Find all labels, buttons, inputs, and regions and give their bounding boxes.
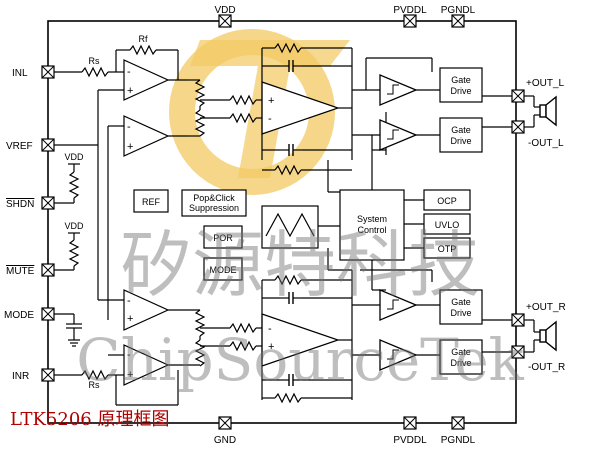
pin-out-l-plus (511, 89, 525, 103)
opamp2-plus: + (127, 141, 133, 153)
pin-inr (41, 368, 55, 382)
gate-drive-4-label-1: Gate (451, 347, 471, 357)
pin-vref (41, 138, 55, 152)
pin-pgndl-bottom (451, 416, 465, 430)
speaker-right-icon (539, 321, 557, 351)
label-pvddl-bottom: PVDDL (393, 435, 427, 446)
pin-mute (41, 263, 55, 277)
por-block (203, 225, 243, 249)
opamp2-minus: - (127, 121, 131, 133)
label-inl: INL (12, 68, 28, 79)
label-inr: INR (12, 371, 29, 382)
pin-gnd-bottom (218, 416, 232, 430)
mode-block (203, 257, 243, 281)
por-label: POR (213, 233, 233, 243)
mode-label: MODE (210, 265, 237, 275)
ref-block (133, 189, 169, 213)
pin-out-r-plus (511, 313, 525, 327)
label-vdd-shdn: VDD (64, 152, 84, 162)
label-pgndl-bottom: PGNDL (441, 435, 476, 446)
label-out-r-minus: -OUT_R (528, 362, 565, 373)
gate-drive-2-label-1: Gate (451, 125, 471, 135)
pin-pgndl-top (451, 14, 465, 28)
gate-drive-2-label-2: Drive (450, 136, 471, 146)
system-control-block (339, 189, 405, 261)
popclick-label-1: Pop&Click (193, 193, 235, 203)
opamp1-minus: - (127, 66, 131, 78)
gate-drive-1-label-1: Gate (451, 75, 471, 85)
pin-vdd-top (218, 14, 232, 28)
label-vdd-top: VDD (214, 5, 235, 16)
pin-pvddl-top (403, 14, 417, 28)
watermark-en: ChipSourceTek (76, 326, 524, 394)
diagram-caption: LTK5206 原理框图 (10, 409, 169, 430)
pin-pvddl-bottom (403, 416, 417, 430)
popclick-block (181, 189, 247, 217)
opamp4-minus: - (127, 349, 131, 361)
gate-drive-4-label-2: Drive (450, 358, 471, 368)
label-mute: MUTE (6, 266, 35, 277)
gate-drive-block-1 (439, 67, 483, 103)
label-out-l-minus: -OUT_L (528, 138, 564, 149)
speaker-left-icon (539, 96, 557, 126)
otp-label: OTP (438, 244, 457, 254)
integ-bottom-plus: + (268, 341, 274, 353)
system-label-2: Control (357, 225, 386, 235)
triangle-wave-symbol (265, 212, 315, 238)
comparator-top-2 (379, 119, 417, 151)
label-vdd-mute: VDD (64, 221, 84, 231)
label-pvddl-top: PVDDL (393, 5, 427, 16)
watermark-cn: 矽源特科技 (120, 223, 480, 307)
gate-drive-block-4 (439, 339, 483, 375)
pin-out-l-minus (511, 120, 525, 134)
opamp3-minus: - (127, 295, 131, 307)
label-out-l-plus: +OUT_L (526, 78, 565, 89)
label-gnd-bottom: GND (214, 435, 236, 446)
gate-drive-3-label-2: Drive (450, 308, 471, 318)
left-channel-section (54, 43, 512, 320)
gate-drive-block-3 (439, 289, 483, 325)
chip-outline (47, 20, 517, 424)
label-rs-bottom: Rs (89, 380, 100, 390)
popclick-label-2: Suppression (189, 203, 239, 213)
pin-mode (41, 307, 55, 321)
integ-top-minus: - (268, 113, 272, 125)
opamp3-plus: + (127, 313, 133, 325)
integ-bottom-minus: - (268, 323, 272, 335)
gate-drive-3-label-1: Gate (451, 297, 471, 307)
opamp1-plus: + (127, 85, 133, 97)
gate-drive-block-2 (439, 117, 483, 153)
integ-top-plus: + (268, 95, 274, 107)
ocp-label: OCP (437, 196, 457, 206)
label-rs-top: Rs (89, 56, 100, 66)
label-mode: MODE (4, 310, 34, 321)
comparator-top-1 (379, 74, 417, 106)
opamp4-plus: + (127, 369, 133, 381)
label-pgndl-top: PGNDL (441, 5, 476, 16)
system-label-1: System (357, 214, 387, 224)
ref-label: REF (142, 197, 161, 207)
pin-inl (41, 65, 55, 79)
pullup-circuits (54, 144, 98, 347)
label-rf: Rf (139, 34, 148, 44)
gate-drive-1-label-2: Drive (450, 86, 471, 96)
label-vref: VREF (6, 141, 33, 152)
pin-shdn (41, 196, 55, 210)
label-out-r-plus: +OUT_R (526, 302, 566, 313)
right-channel-section (54, 248, 512, 406)
uvlo-label: UVLO (435, 220, 460, 230)
label-shdn: SHDN (6, 199, 34, 210)
